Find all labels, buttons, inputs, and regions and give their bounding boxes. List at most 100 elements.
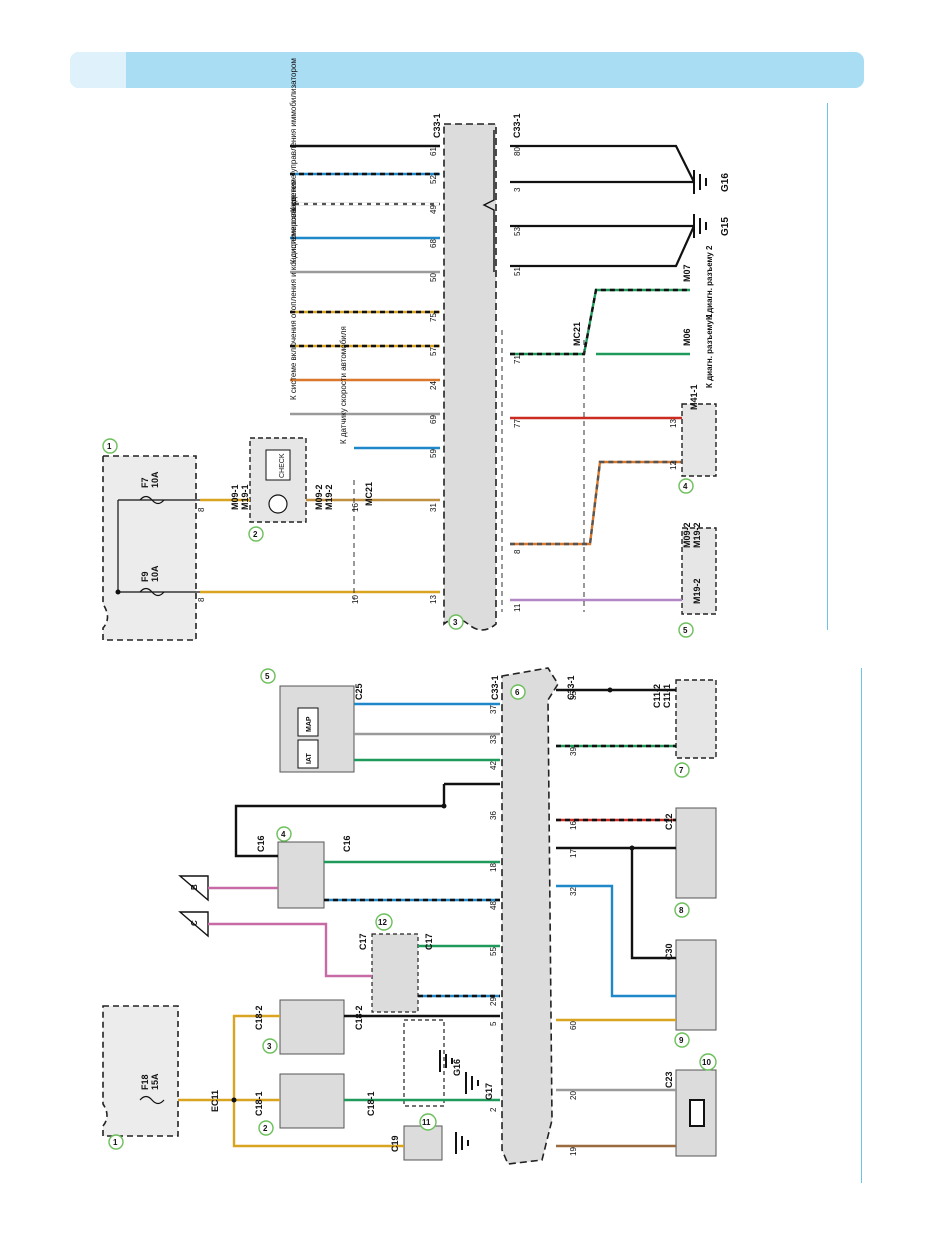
ground-g16-icon xyxy=(693,170,707,194)
fuse-f7-icon xyxy=(139,495,165,505)
fuse-f9-icon xyxy=(139,587,165,597)
dest-diag1: К диагн. разъему 1 xyxy=(705,313,714,388)
conn-c16-b: C16 xyxy=(342,835,352,852)
fuse-box-left xyxy=(102,1005,179,1137)
callout-9: 9 xyxy=(674,1032,690,1048)
svg-text:5: 5 xyxy=(265,672,270,681)
svg-text:24: 24 xyxy=(429,381,438,390)
svg-text:13: 13 xyxy=(429,595,438,604)
conn-m41-1: M41-1 xyxy=(689,384,699,410)
svg-text:4: 4 xyxy=(281,830,286,839)
svg-text:6: 6 xyxy=(515,688,520,697)
terminal-c-label: C xyxy=(190,920,199,926)
right-guide-line-bottom xyxy=(861,668,862,1183)
svg-text:35: 35 xyxy=(569,691,578,700)
svg-text:11: 11 xyxy=(422,1118,431,1127)
conn-m19-1: M19-1 xyxy=(240,484,250,510)
ecu-block-left xyxy=(501,667,559,1165)
svg-text:29: 29 xyxy=(489,997,498,1006)
ground-g17-label: G17 xyxy=(484,1083,494,1100)
c11-block xyxy=(675,679,717,759)
header-tab xyxy=(70,52,126,88)
conn-c33-1-left-a: C33-1 xyxy=(490,675,500,700)
dest-cooling: К системе охлаждения xyxy=(289,179,298,264)
map-sensor xyxy=(297,707,319,737)
svg-text:19: 19 xyxy=(569,1147,578,1156)
dest-hvac: К системе включения отопления и кондицио… xyxy=(289,195,298,400)
svg-text:10: 10 xyxy=(351,595,360,604)
iat-sensor xyxy=(297,739,319,769)
conn-c33-1-left-b: C33-1 xyxy=(566,675,576,700)
conn-m19-2-lower: M19-2 xyxy=(692,522,702,548)
conn-m09-1: M09-1 xyxy=(230,484,240,510)
svg-text:2: 2 xyxy=(489,1107,498,1112)
svg-text:8: 8 xyxy=(513,549,522,554)
conn-m19-2-bottom: M19-2 xyxy=(692,578,702,604)
svg-text:32: 32 xyxy=(569,887,578,896)
callout-3-left: 3 xyxy=(262,1038,278,1054)
svg-text:12: 12 xyxy=(669,461,678,470)
svg-text:31: 31 xyxy=(429,503,438,512)
ground-g16-left-icon xyxy=(439,1050,453,1072)
m09-2-block xyxy=(681,527,717,615)
conn-c11-2: C11-2 xyxy=(652,684,662,708)
conn-c33-1-right-side: C33-1 xyxy=(512,113,522,138)
conn-m07: M07 xyxy=(682,264,692,282)
iat-label: IAT xyxy=(306,753,313,764)
dest-diag2: К диагн. разъему 2 xyxy=(705,245,714,320)
c30-block xyxy=(675,939,717,1031)
svg-text:48: 48 xyxy=(489,901,498,910)
fuse-f7-rating: 10A xyxy=(150,471,160,488)
svg-text:8: 8 xyxy=(197,597,206,602)
junction-dot xyxy=(115,589,121,595)
conn-c11-1: C11-1 xyxy=(662,684,672,708)
callout-2-right: 2 xyxy=(248,526,264,542)
svg-text:11: 11 xyxy=(513,603,522,612)
conn-mc21-top: MC21 xyxy=(364,482,374,506)
svg-text:18: 18 xyxy=(489,863,498,872)
fuse-f18-icon xyxy=(139,1095,165,1105)
callout-4-left: 4 xyxy=(276,826,292,842)
conn-m06: M06 xyxy=(682,328,692,346)
svg-text:17: 17 xyxy=(569,849,578,858)
right-pin-numbers: 8 8 16 10 13 31 59 69 24 57 75 50 68 49 … xyxy=(197,147,678,612)
conn-c33-1-right-top: C33-1 xyxy=(432,113,442,138)
dashed-connector-lines xyxy=(353,330,585,612)
svg-text:9: 9 xyxy=(679,1036,684,1045)
right-guide-line-top xyxy=(827,103,828,630)
svg-text:59: 59 xyxy=(429,449,438,458)
svg-text:10: 10 xyxy=(702,1058,711,1067)
left-dashed-pattern-overlays xyxy=(324,744,676,998)
svg-text:5: 5 xyxy=(683,626,688,635)
svg-text:37: 37 xyxy=(489,705,498,714)
conn-c18-2-a: C18-2 xyxy=(254,1005,264,1030)
svg-text:5: 5 xyxy=(489,1021,498,1026)
callout-10: 10 xyxy=(699,1053,717,1071)
right-wires xyxy=(200,144,690,602)
valve-c16 xyxy=(277,841,325,909)
ecu-bracket xyxy=(482,130,495,272)
left-diagram: F18 15A IAT MAP xyxy=(102,667,717,1165)
injector-c18-1 xyxy=(279,1073,345,1129)
terminal-b-label: B xyxy=(190,884,199,890)
c12-block xyxy=(675,807,717,899)
conn-c19: C19 xyxy=(390,1135,400,1152)
ground-c19-icon xyxy=(455,1132,469,1154)
svg-text:13: 13 xyxy=(669,419,678,428)
right-diagram: F7 10A F9 10A CHECK G16 G15 xyxy=(102,58,731,641)
svg-text:36: 36 xyxy=(489,811,498,820)
svg-text:60: 60 xyxy=(569,1021,578,1030)
conn-m19-2-top: M19-2 xyxy=(324,484,334,510)
svg-text:61: 61 xyxy=(429,147,438,156)
fuse-f9-name: F9 xyxy=(140,571,150,582)
svg-text:2: 2 xyxy=(263,1124,268,1133)
svg-text:55: 55 xyxy=(489,947,498,956)
conn-c18-1-a: C18-1 xyxy=(254,1091,264,1116)
conn-c16-a: C16 xyxy=(256,835,266,852)
m41-1-block xyxy=(681,403,717,477)
fuse-f18-rating: 15A xyxy=(150,1073,160,1090)
svg-text:52: 52 xyxy=(429,175,438,184)
svg-text:50: 50 xyxy=(429,273,438,282)
